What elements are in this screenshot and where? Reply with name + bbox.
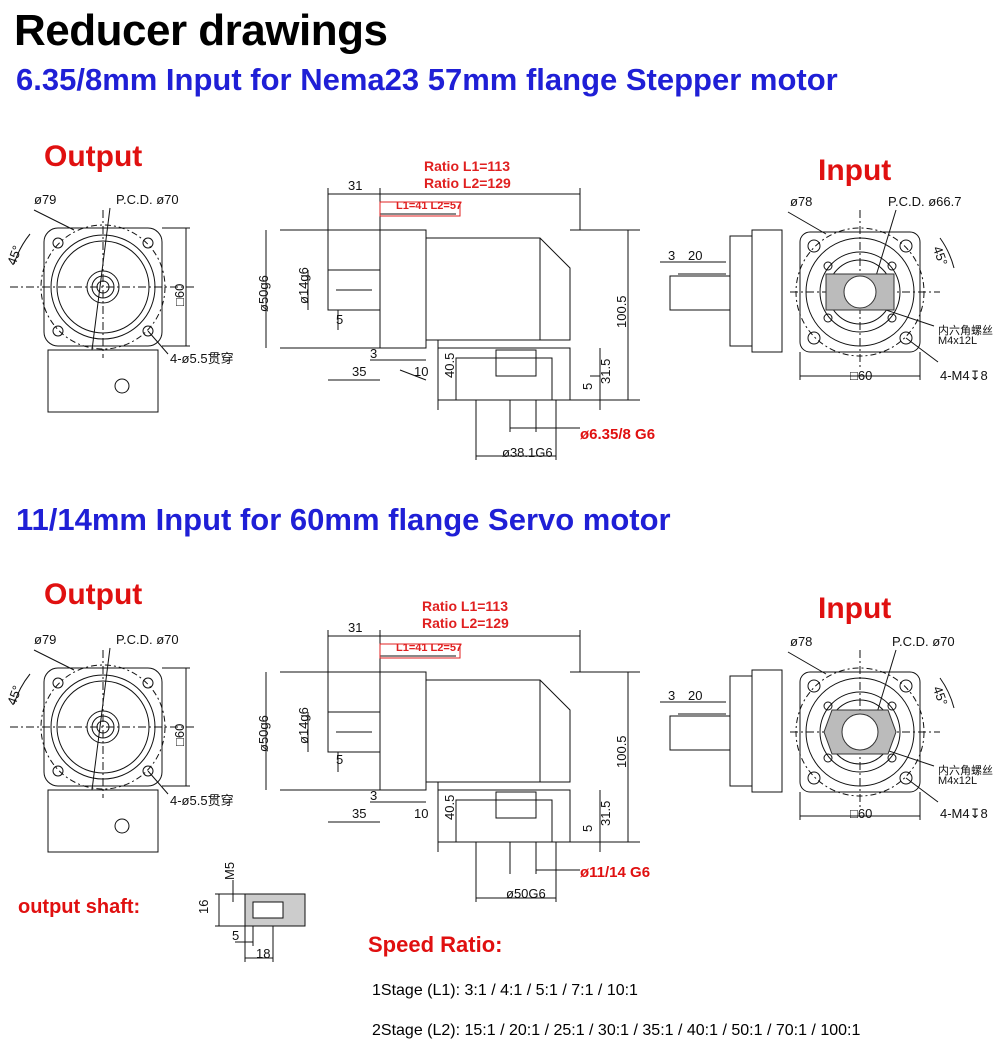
section-2-input-dia: ø78 (790, 634, 813, 649)
output-shaft-d18: 18 (256, 946, 271, 961)
section-2-dim-50g6: ø50G6 (506, 886, 546, 901)
section-1-dim-31: 31 (348, 178, 363, 193)
section-1-input-d20: 20 (688, 248, 703, 263)
section-1-ratio-l2: Ratio L2=129 (424, 175, 511, 191)
section-1-input-screw: M4x12L (938, 335, 978, 347)
section-2-dim-35: 35 (352, 806, 367, 821)
section-1-output-view-drawing (0, 190, 200, 420)
section-2-input-pcd: P.C.D. ø70 (892, 634, 955, 649)
section-1-input-view-drawing (650, 190, 1000, 390)
section-1-dim-10: 10 (414, 364, 429, 379)
section-2-input-screw-cn: 内六角螺丝 (938, 765, 993, 777)
section-1-dim-100-5: 100.5 (614, 295, 629, 328)
section-2-input-tap: 4-M4↧8 (940, 806, 988, 821)
section-2-subtitle: 11/14mm Input for 60mm flange Servo moto… (16, 502, 671, 537)
section-2-dim-31-5: 31.5 (598, 800, 613, 826)
section-1-dim-31-5: 31.5 (598, 358, 613, 384)
output-shaft-d5: 5 (232, 928, 240, 943)
section-1-output-pcd: P.C.D. ø70 (116, 192, 179, 207)
section-1-ratio-l1: Ratio L1=113 (424, 158, 510, 174)
section-1-output-dia: ø79 (34, 192, 57, 207)
section-1-output-label: Output (44, 140, 143, 173)
section-1-dim-5: 5 (336, 312, 344, 327)
section-1-dim-38: ø38.1G6 (502, 445, 553, 460)
section-2-l-box: L1=41 L2=57 (396, 642, 463, 654)
section-2-ratio-l1: Ratio L1=113 (422, 598, 508, 614)
output-shaft-d16: 16 (196, 899, 211, 914)
section-1-dim-5b: 5 (580, 382, 595, 390)
section-1-l-box: L1=41 L2=57 (396, 200, 463, 212)
speed-ratio-stage2: 2Stage (L2): 15:1 / 20:1 / 25:1 / 30:1 /… (372, 1022, 861, 1039)
section-2-dim-50: ø50g6 (256, 715, 271, 752)
section-1-input-tap: 4-M4↧8 (940, 368, 988, 383)
section-2-input-square: □60 (850, 806, 873, 821)
section-1-input-pcd: P.C.D. ø66.7 (888, 194, 962, 209)
section-1-dim-50: ø50g6 (256, 275, 271, 312)
output-shaft-m5: M5 (222, 861, 237, 880)
page-title: Reducer drawings (14, 6, 388, 55)
section-2-ratio-l2: Ratio L2=129 (422, 615, 509, 631)
section-2-dim-40-5: 40.5 (442, 794, 457, 820)
section-2-output-square: □60 (172, 723, 187, 746)
section-2-input-view-drawing (650, 630, 1000, 830)
section-2-dim-31: 31 (348, 620, 363, 635)
section-1-input-dia: ø78 (790, 194, 813, 209)
section-1-output-square: □60 (172, 283, 187, 306)
section-2-input-label: Input (818, 592, 892, 625)
section-2-input-screw: M4x12L (938, 775, 978, 787)
section-1-dim-3: 3 (370, 346, 378, 361)
section-2-output-holes: 4-ø5.5贯穿 (170, 793, 234, 808)
section-2-dim-5: 5 (336, 752, 344, 767)
section-2-side-view-drawing (250, 612, 640, 912)
section-1-output-holes: 4-ø5.5贯穿 (170, 351, 234, 366)
section-1-input-label: Input (818, 154, 892, 187)
section-1-dim-40-5: 40.5 (442, 352, 457, 378)
speed-ratio-stage1: 1Stage (L1): 3:1 / 4:1 / 5:1 / 7:1 / 10:… (372, 982, 638, 999)
section-1-input-bore: ø6.35/8 G6 (580, 426, 656, 443)
section-1-input-screw-cn: 内六角螺丝 (938, 325, 993, 337)
section-1-input-d3: 3 (668, 248, 676, 263)
section-2-dim-5b: 5 (580, 824, 595, 832)
section-2-input-d3: 3 (668, 688, 676, 703)
section-1-dim-35: 35 (352, 364, 367, 379)
section-2-input-d20: 20 (688, 688, 703, 703)
output-shaft-label: output shaft: (18, 896, 141, 918)
section-1-side-view-drawing (250, 170, 640, 470)
section-2-dim-3: 3 (370, 788, 378, 803)
section-2-output-dia: ø79 (34, 632, 57, 647)
section-2-input-bore: ø11/14 G6 (580, 864, 651, 881)
output-shaft-drawing (195, 850, 315, 970)
speed-ratio-title: Speed Ratio: (368, 932, 503, 957)
section-2-output-label: Output (44, 578, 143, 611)
section-1-dim-14: ø14g6 (296, 267, 311, 304)
section-2-dim-10: 10 (414, 806, 429, 821)
section-2-output-pcd: P.C.D. ø70 (116, 632, 179, 647)
section-1-input-square: □60 (850, 368, 873, 383)
section-1-subtitle: 6.35/8mm Input for Nema23 57mm flange St… (16, 62, 838, 97)
section-2-dim-14: ø14g6 (296, 707, 311, 744)
section-2-output-view-drawing (0, 630, 200, 860)
section-2-dim-100-5: 100.5 (614, 735, 629, 768)
